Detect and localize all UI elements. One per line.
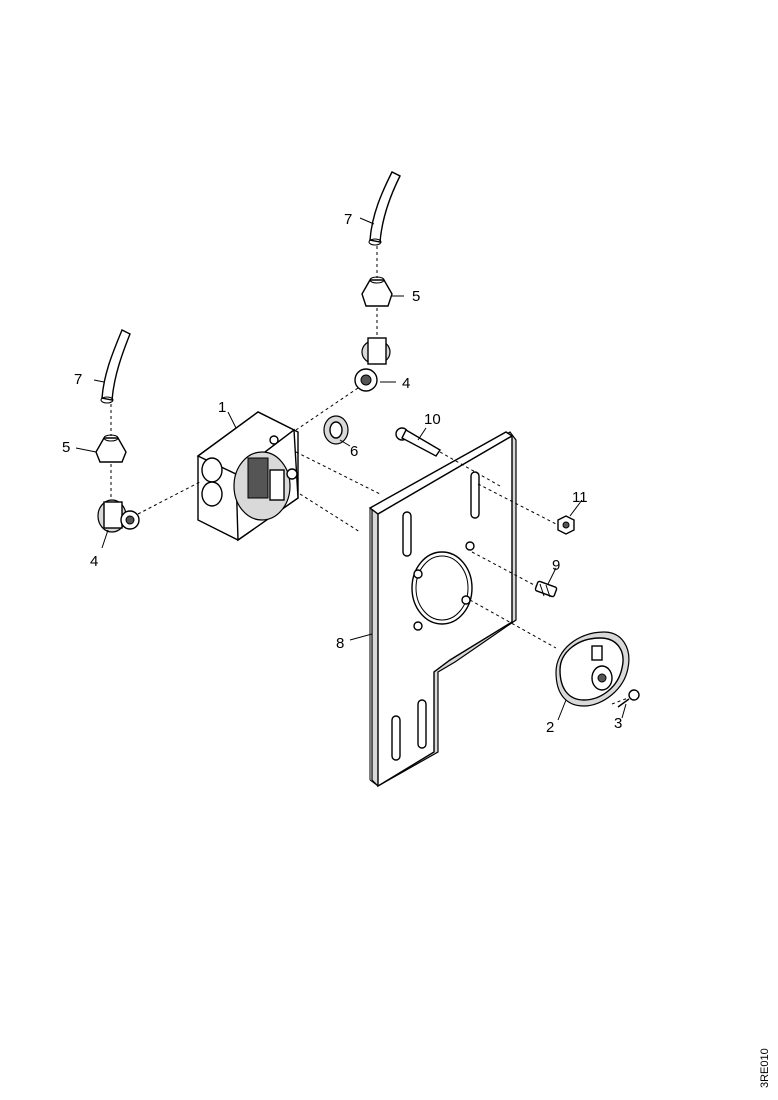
callout-4: 4: [90, 553, 98, 570]
drawing-code: 3RE010: [759, 1048, 771, 1088]
callout-labels: 1 2 3 4 4 5 5 6 7 7 8 9 10 11: [62, 211, 622, 736]
leader-lines: [75, 217, 627, 721]
assembly-lines: [110, 246, 629, 705]
callout-8: 8: [336, 635, 344, 652]
plate-slot: [402, 511, 412, 557]
callout-4: 4: [402, 375, 410, 392]
pressure-plate: [555, 631, 630, 707]
callout-1: 1: [218, 399, 226, 416]
callout-6: 6: [350, 443, 358, 460]
elbow-fitting: [354, 337, 391, 392]
nut: [557, 515, 575, 535]
callout-7: 7: [74, 371, 82, 388]
plate-gasket-ring: [411, 551, 473, 625]
bolt: [395, 427, 441, 457]
callout-2: 2: [546, 719, 554, 736]
mounting-plate: [368, 431, 517, 788]
callout-7: 7: [344, 211, 352, 228]
callout-11: 11: [572, 489, 588, 506]
callout-9: 9: [552, 557, 560, 574]
hose: [100, 329, 131, 404]
screw: [534, 580, 558, 598]
screw: [617, 689, 640, 708]
hose: [368, 171, 401, 246]
plate-slot: [470, 471, 480, 519]
plate-slot: [417, 699, 427, 749]
hose-connector: [95, 434, 127, 463]
hose-connector: [361, 276, 393, 307]
callout-5: 5: [62, 439, 70, 456]
bushing: [323, 415, 349, 445]
callout-5: 5: [412, 288, 420, 305]
callout-10: 10: [424, 411, 441, 428]
elbow-fitting: [97, 499, 140, 533]
pump-head: [196, 411, 299, 542]
plate-slot: [391, 715, 401, 761]
callout-3: 3: [614, 715, 622, 732]
